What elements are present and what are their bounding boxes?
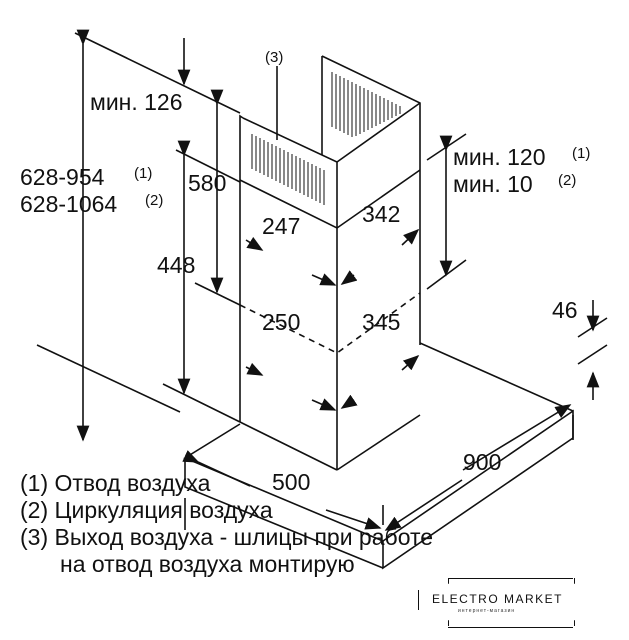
watermark-logo: ELECTRO MARKET интернет-магазин	[418, 578, 618, 630]
legend-item: (2) Циркуляция воздуха	[20, 497, 273, 523]
svg-text:(2): (2)	[145, 192, 163, 209]
height-580-label: 580	[188, 170, 226, 196]
total-height-label-2: 628-1064	[20, 191, 117, 217]
total-height-label-1: 628-954	[20, 164, 105, 190]
legend-item: на отвод воздуха монтирую	[60, 551, 355, 577]
width-247-label: 247	[262, 213, 300, 239]
svg-text:(1): (1)	[572, 145, 590, 162]
legend-item: (3) Выход воздуха - шлицы при работе	[20, 524, 434, 550]
min-126-label: мин. 126	[90, 89, 183, 115]
callout-3: (3)	[265, 49, 283, 66]
slot-grilles	[251, 72, 401, 205]
width-900-label: 900	[463, 449, 501, 475]
height-448-label: 448	[157, 252, 195, 278]
width-250-label: 250	[262, 309, 300, 335]
svg-text:(1): (1)	[134, 165, 152, 182]
watermark-title: ELECTRO MARKET	[432, 592, 564, 606]
height-46-label: 46	[552, 297, 578, 323]
hood-outline	[36, 29, 608, 570]
min-120-label: мин. 120	[453, 144, 546, 170]
depth-345-label: 345	[362, 309, 400, 335]
dimension-labels: 628-954 (1) 628-1064 (2) мин. 126 580 44…	[20, 49, 590, 495]
watermark-subtitle: интернет-магазин	[458, 608, 516, 614]
depth-500-label: 500	[272, 469, 310, 495]
min-10-label: мин. 10	[453, 171, 533, 197]
legend: (1) Отвод воздуха (2) Циркуляция воздуха…	[20, 470, 433, 578]
legend-item: (1) Отвод воздуха	[20, 470, 211, 496]
depth-342-label: 342	[362, 201, 400, 227]
svg-text:(2): (2)	[558, 172, 576, 189]
